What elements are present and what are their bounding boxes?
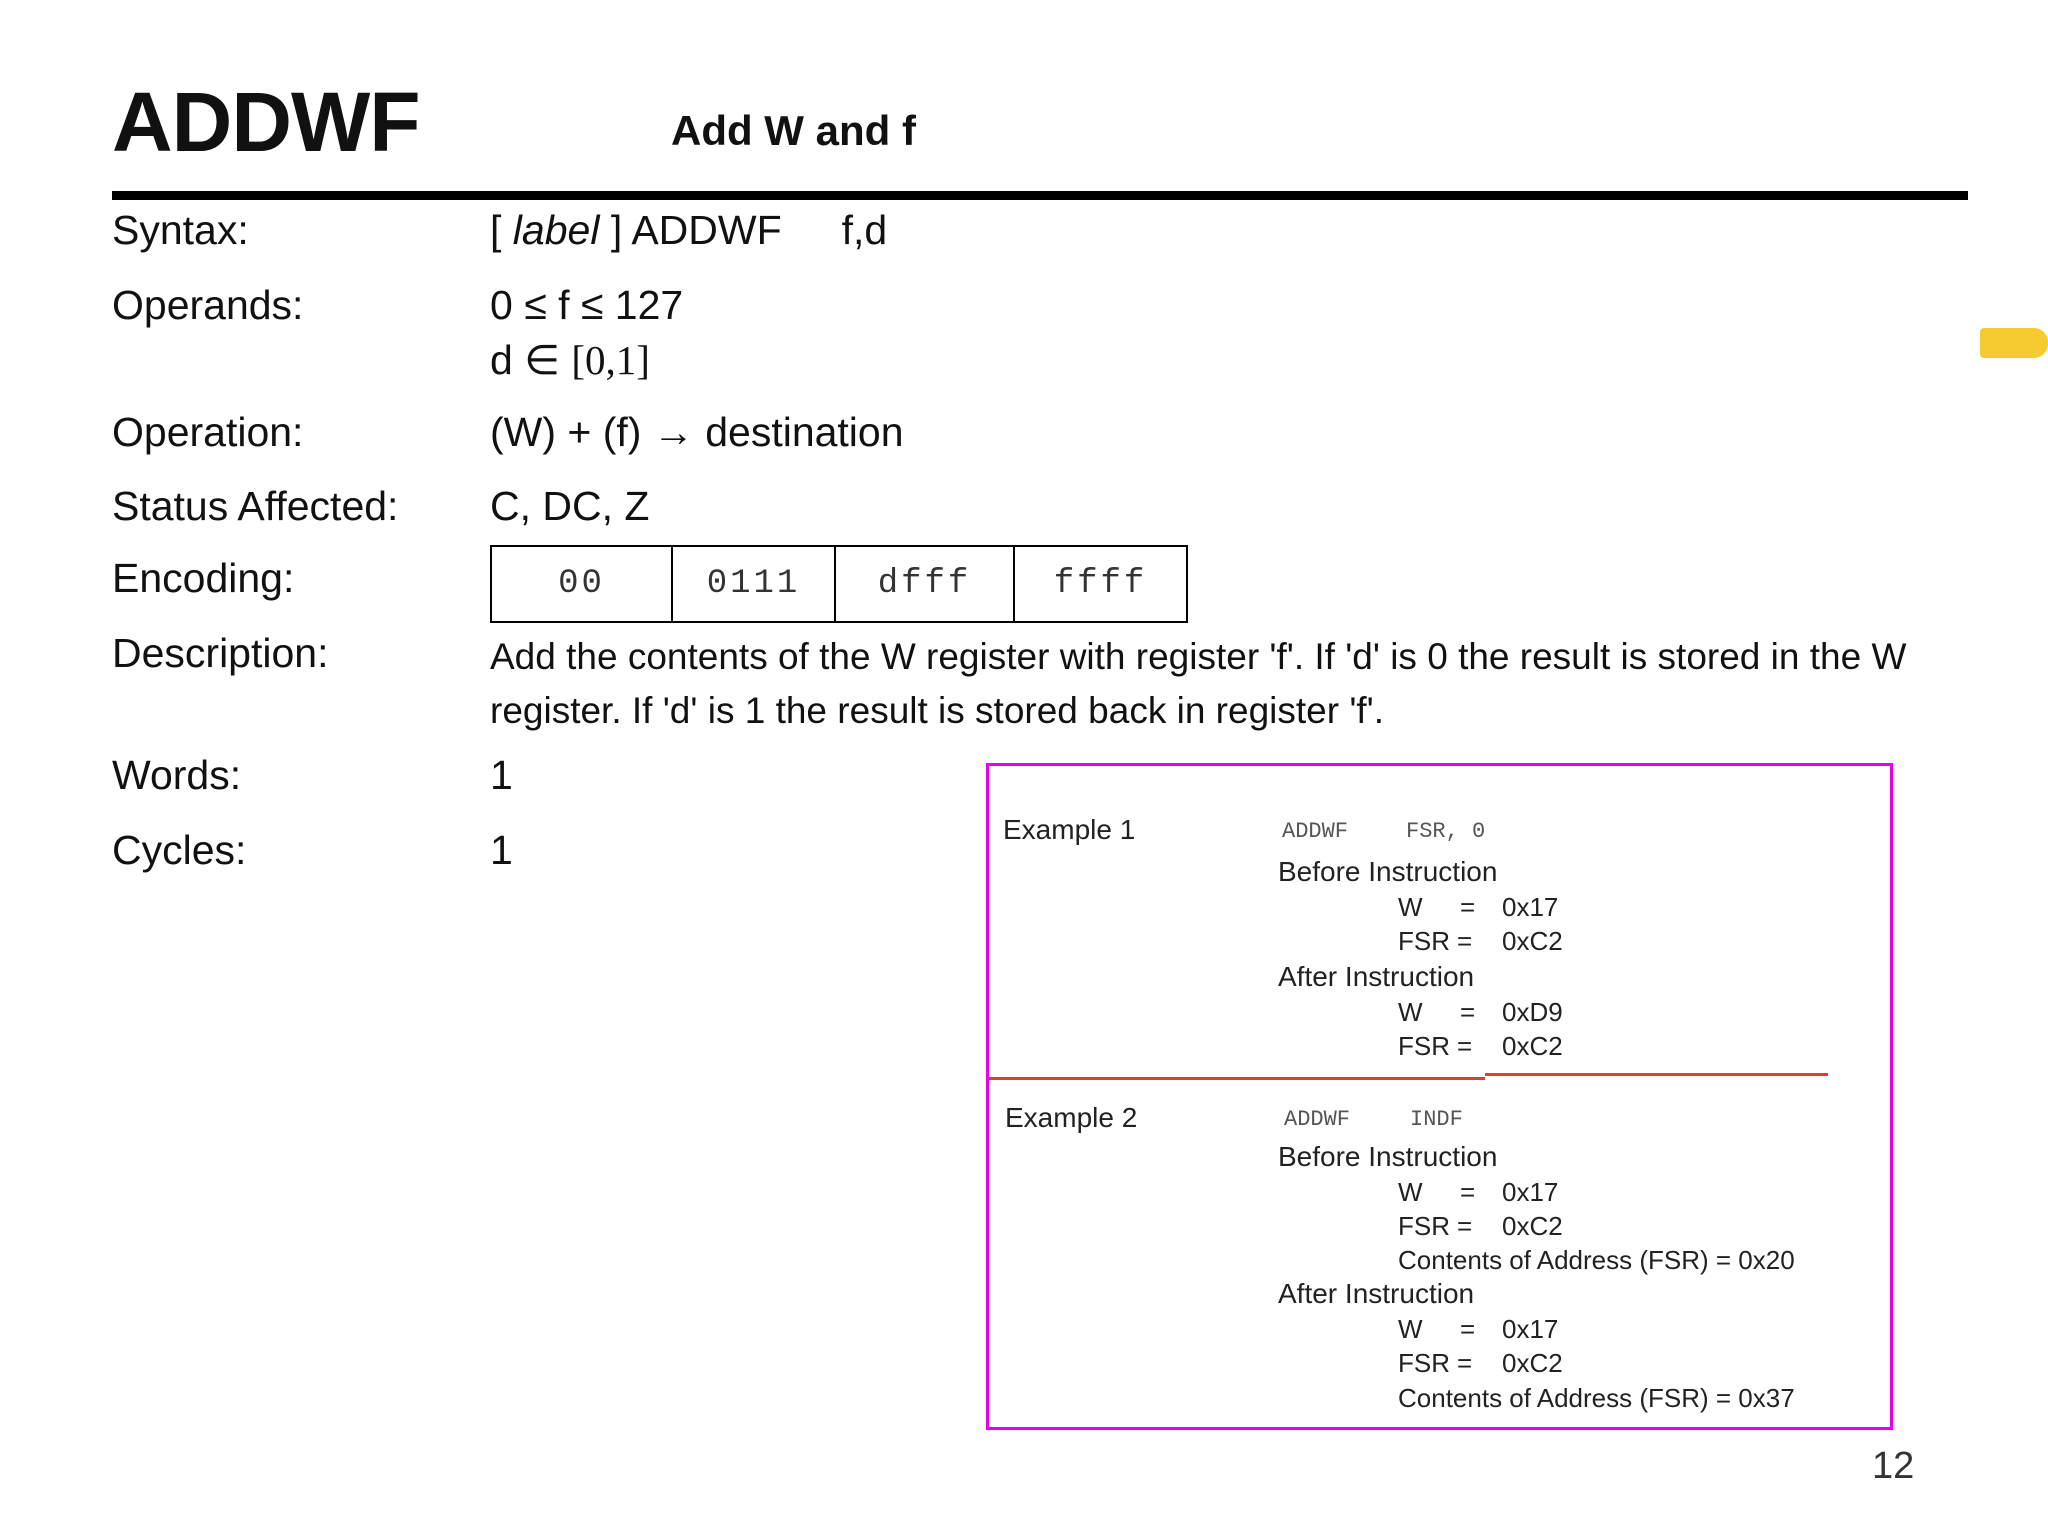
example-1-mnemonic: ADDWF (1282, 819, 1349, 844)
words-label: Words: (112, 752, 242, 798)
encoding-cell: dfff (836, 547, 1015, 621)
example-1-after-fsr-reg: FSR (1398, 1031, 1450, 1061)
example-1-before-w-val: 0x17 (1502, 892, 1559, 922)
encoding-cell: 00 (492, 547, 673, 621)
example-2-after-w-eq: = (1460, 1314, 1476, 1344)
example-1-after-fsr-val: 0xC2 (1502, 1031, 1563, 1061)
examples-box (986, 763, 1893, 1430)
syntax-args: f,d (841, 207, 888, 253)
example-1-before-fsr-reg: FSR (1398, 926, 1450, 956)
syntax-label: Syntax: (112, 207, 249, 253)
operands-label: Operands: (112, 282, 304, 328)
highlighter-mark (1980, 328, 2048, 358)
example-1-after-w-reg: W (1398, 997, 1423, 1027)
example-2-before-w-eq: = (1460, 1177, 1476, 1207)
operands-d-prefix: d ∈ (490, 337, 572, 383)
example-1-before-label: Before Instruction (1278, 856, 1498, 887)
example-2-mnemonic: ADDWF (1284, 1107, 1351, 1132)
status-label: Status Affected: (112, 483, 399, 529)
example-2-after-fsr-reg: FSR (1398, 1348, 1450, 1378)
example-2-after-w-val: 0x17 (1502, 1314, 1559, 1344)
instruction-name: Add W and f (671, 107, 916, 154)
example-2-before-note: Contents of Address (FSR) = 0x20 (1398, 1245, 1795, 1275)
example-2-after-w-reg: W (1398, 1314, 1423, 1344)
example-1-after-label: After Instruction (1278, 961, 1475, 992)
encoding-label: Encoding: (112, 555, 295, 601)
page-number: 12 (1872, 1445, 1915, 1487)
syntax-value: [ label ] ADDWF f,d (490, 210, 887, 251)
example-1-before-fsr-eq: = (1457, 926, 1473, 956)
status-value: C, DC, Z (490, 483, 650, 529)
operands-d-set: [0,1] (571, 337, 650, 383)
example-2-before-w-reg: W (1398, 1177, 1423, 1207)
example-2-after-label: After Instruction (1278, 1278, 1475, 1309)
operation-label: Operation: (112, 409, 304, 455)
example-1-after-w-eq: = (1460, 997, 1476, 1027)
encoding-table: 00 0111 dfff ffff (490, 545, 1188, 623)
title-rule (112, 191, 1968, 200)
example-1-before-fsr-val: 0xC2 (1502, 926, 1563, 956)
example-2-title: Example 2 (1005, 1102, 1138, 1133)
words-value: 1 (490, 752, 513, 798)
operands-d: d ∈ [0,1] (490, 340, 650, 381)
description-label: Description: (112, 630, 329, 676)
example-2-before-fsr-eq: = (1457, 1211, 1473, 1241)
instruction-mnemonic: ADDWF (112, 75, 421, 169)
example-2-after-note: Contents of Address (FSR) = 0x37 (1398, 1383, 1795, 1413)
example-separator-tail (1485, 1073, 1828, 1076)
example-2-after-fsr-eq: = (1457, 1348, 1473, 1378)
example-2-before-label: Before Instruction (1278, 1141, 1498, 1172)
example-2-before-w-val: 0x17 (1502, 1177, 1559, 1207)
description-text: Add the contents of the W register with … (490, 636, 1907, 731)
example-1-after-fsr-eq: = (1457, 1031, 1473, 1061)
syntax-post: ] ADDWF (599, 207, 782, 253)
example-separator (989, 1077, 1485, 1080)
example-1-args: FSR, 0 (1406, 819, 1486, 844)
example-1-title: Example 1 (1003, 814, 1136, 845)
example-2-before-fsr-reg: FSR (1398, 1211, 1450, 1241)
cycles-label: Cycles: (112, 827, 247, 873)
encoding-cell: ffff (1053, 565, 1148, 603)
cycles-value: 1 (490, 827, 513, 873)
example-2-args: INDF (1410, 1107, 1463, 1132)
syntax-pre: [ (490, 207, 513, 253)
syntax-label-word: label (512, 207, 600, 253)
operation-value: (W) + (f) → destination (490, 409, 904, 455)
example-2-before-fsr-val: 0xC2 (1502, 1211, 1563, 1241)
operands-f: 0 ≤ f ≤ 127 (490, 282, 684, 328)
encoding-cell: 0111 (673, 547, 836, 621)
example-1-after-w-val: 0xD9 (1502, 997, 1563, 1027)
example-1-before-w-eq: = (1460, 892, 1476, 922)
example-2-after-fsr-val: 0xC2 (1502, 1348, 1563, 1378)
example-1-before-w-reg: W (1398, 892, 1423, 922)
